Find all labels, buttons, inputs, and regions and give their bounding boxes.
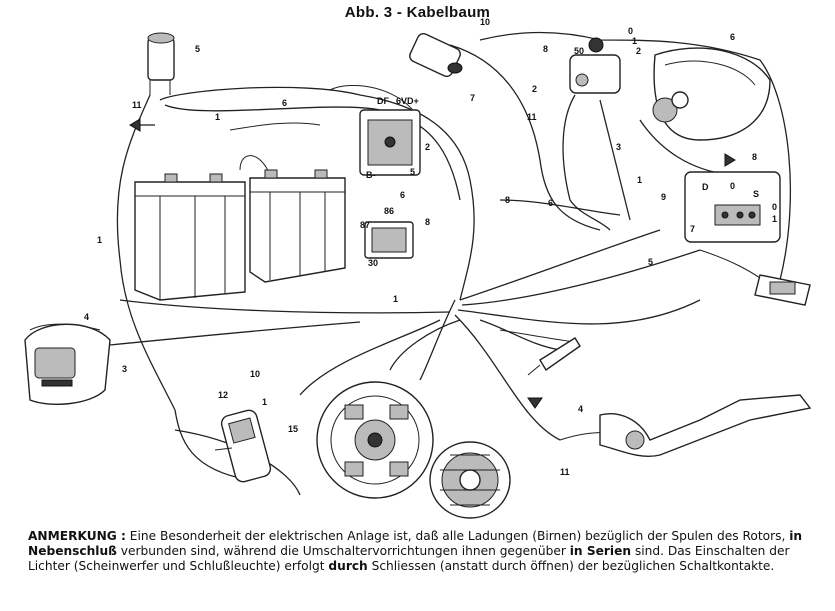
terminal-1: 1 (632, 36, 637, 46)
callout-4: 4 (578, 404, 583, 414)
terminal-6vd: 6VD+ (396, 96, 419, 106)
terminal-1-right: 1 (772, 214, 777, 224)
terminal-50: 50 (574, 46, 584, 56)
callout-1: 1 (215, 112, 220, 122)
terminal-30: 30 (368, 258, 378, 268)
callout-1: 1 (97, 235, 102, 245)
terminal-board (684, 171, 781, 243)
callout-1: 1 (262, 397, 267, 407)
terminal-2: 2 (636, 46, 641, 56)
callout-2: 2 (532, 84, 537, 94)
flywheel-rotor (429, 441, 511, 519)
terminal-df: DF (377, 96, 389, 106)
brake-pedal (599, 394, 812, 457)
callout-11: 11 (560, 467, 570, 477)
terminal-0-board: 0 (730, 181, 735, 191)
callout-1: 1 (637, 175, 642, 185)
callout-7: 7 (470, 93, 475, 103)
figure-title: Abb. 3 - Kabelbaum (344, 4, 491, 21)
callout-6: 6 (548, 198, 553, 208)
terminal-87: 87 (360, 220, 370, 230)
callout-2: 2 (425, 142, 430, 152)
callout-6: 6 (282, 98, 287, 108)
callout-5: 5 (648, 257, 653, 267)
callout-5: 5 (410, 167, 415, 177)
magneto-stator (316, 381, 434, 499)
terminal-0-right: 0 (772, 202, 777, 212)
callout-5: 5 (195, 44, 200, 54)
annotation-note: ANMERKUNG : Eine Besonderheit der elektr… (28, 529, 803, 574)
ignition-coil-upper (409, 32, 463, 78)
battery-right (249, 169, 346, 283)
callout-10: 10 (250, 369, 260, 379)
callout-6: 6 (730, 32, 735, 42)
terminal-86: 86 (384, 206, 394, 216)
callout-8: 8 (752, 152, 757, 162)
callout-labels: 5 1 11 6 7 2 5 6 8 8 1 1 4 3 10 8 2 11 3… (84, 17, 757, 477)
callout-6: 6 (400, 190, 405, 200)
wiring-harness-diagram: 5 1 11 6 7 2 5 6 8 8 1 1 4 3 10 8 2 11 3… (24, 17, 812, 519)
callout-12: 12 (218, 390, 228, 400)
callout-3: 3 (122, 364, 127, 374)
callout-7: 7 (690, 224, 695, 234)
callout-10: 10 (480, 17, 490, 27)
callout-15: 15 (288, 424, 298, 434)
relay (364, 221, 414, 259)
callout-11: 11 (132, 100, 142, 110)
instrument-housing (24, 323, 111, 405)
terminal-d: D (702, 182, 709, 192)
ignition-switch (569, 37, 621, 94)
callout-8: 8 (505, 195, 510, 205)
callout-9: 9 (661, 192, 666, 202)
callout-8: 8 (425, 217, 430, 227)
terminal-b-minus: B- (366, 170, 376, 180)
callout-8: 8 (543, 44, 548, 54)
note-heading: ANMERKUNG : (28, 529, 126, 543)
headlight (652, 47, 771, 141)
callout-1: 1 (393, 294, 398, 304)
callout-11: 11 (527, 112, 537, 122)
terminal-s: S (753, 189, 759, 199)
spark-plug (527, 337, 581, 376)
tail-lamp (754, 274, 811, 306)
voltage-regulator (359, 109, 421, 176)
terminal-labels: DF 6VD+ B- 87 86 30 50 0 1 2 D S 0 0 1 (360, 26, 777, 268)
callout-3: 3 (616, 142, 621, 152)
horn-component (147, 32, 175, 95)
battery-left (134, 173, 246, 301)
ignition-coil (214, 409, 272, 483)
callout-4: 4 (84, 312, 89, 322)
ground-symbol (129, 118, 736, 409)
terminal-0: 0 (628, 26, 633, 36)
